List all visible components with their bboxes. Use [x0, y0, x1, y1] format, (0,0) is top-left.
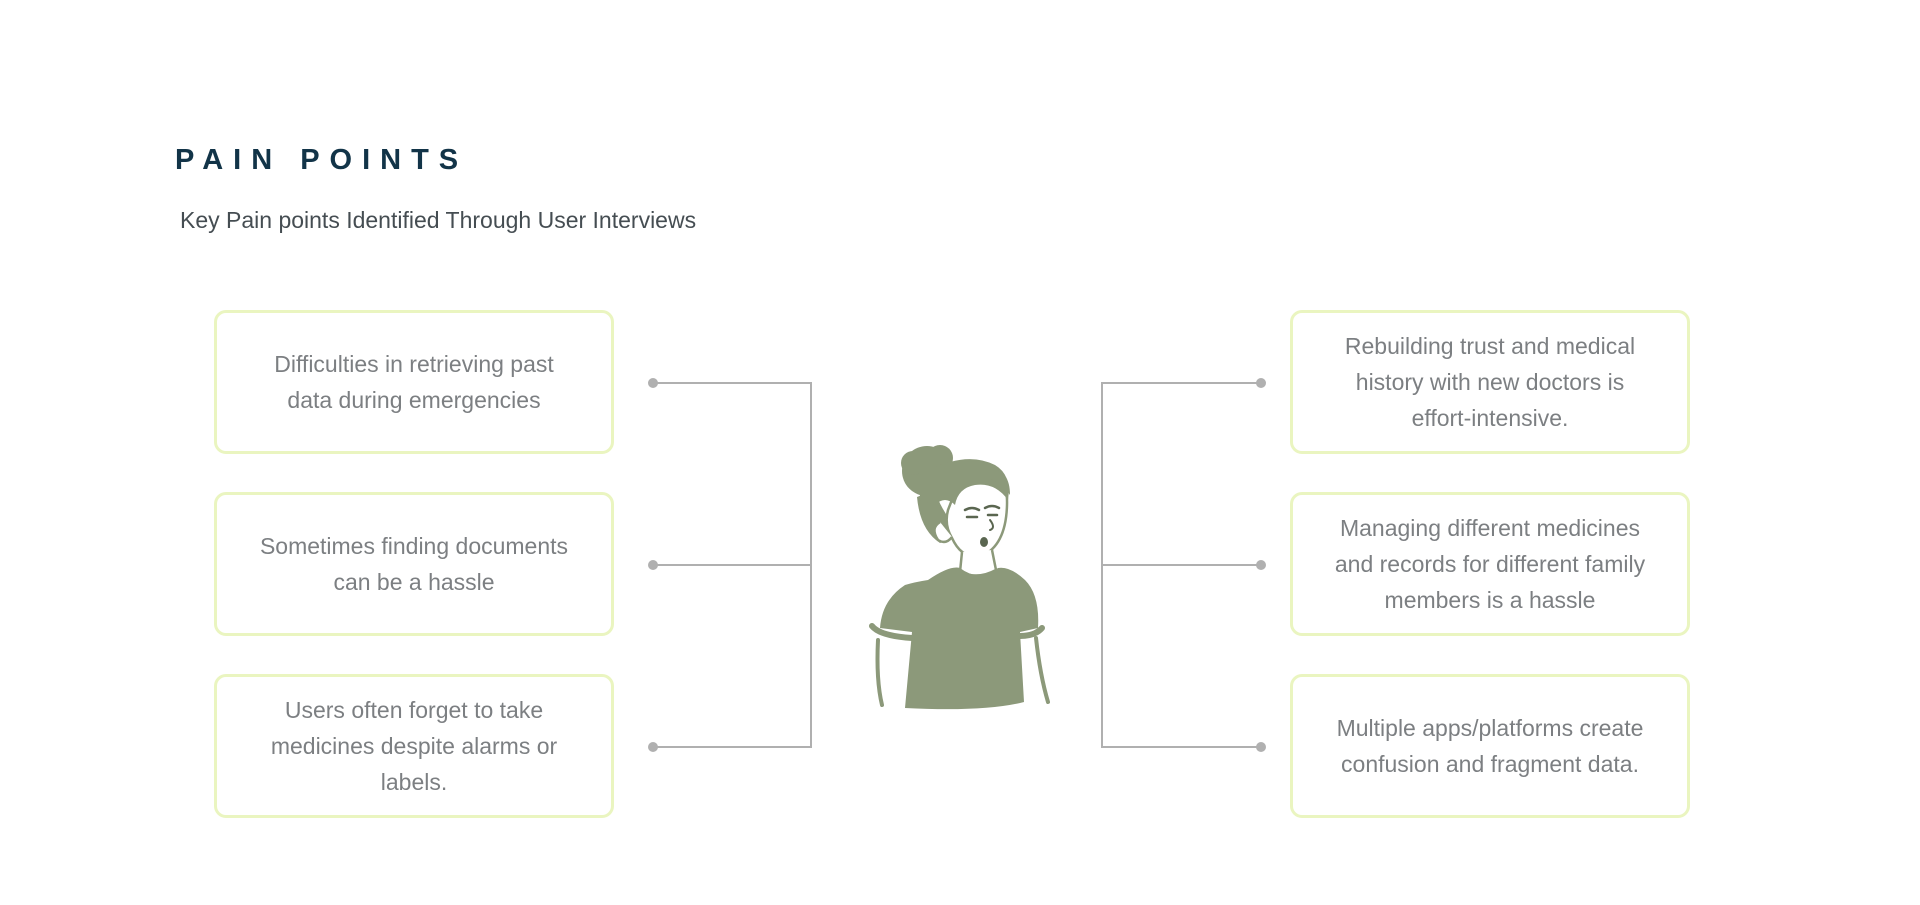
page-subtitle: Key Pain points Identified Through User …	[180, 207, 697, 233]
pain-point-card-left-3: Users often forget to take medicines des…	[214, 674, 614, 818]
page-title: PAIN POINTS	[175, 144, 469, 176]
pain-point-text: Difficulties in retrieving past data dur…	[274, 351, 554, 413]
pain-point-card-right-3: Multiple apps/platforms create confusion…	[1290, 674, 1690, 818]
connector-dot	[648, 560, 658, 570]
pain-point-text: Multiple apps/platforms create confusion…	[1336, 715, 1644, 777]
connector-dot	[1256, 378, 1266, 388]
right-bracket-line	[1101, 382, 1261, 748]
pain-point-card-left-2: Sometimes finding documents can be a has…	[214, 492, 614, 636]
worried-person-illustration	[869, 445, 1050, 710]
pain-point-card-left-1: Difficulties in retrieving past data dur…	[214, 310, 614, 454]
connector-dot	[648, 742, 658, 752]
left-bracket-line	[653, 382, 812, 748]
pain-point-text: Users often forget to take medicines des…	[270, 697, 558, 795]
pain-point-text: Sometimes finding documents can be a has…	[259, 533, 569, 595]
connector-dot	[648, 378, 658, 388]
pain-point-text: Rebuilding trust and medical history wit…	[1344, 333, 1636, 431]
connector-dot	[1256, 742, 1266, 752]
pain-point-card-right-1: Rebuilding trust and medical history wit…	[1290, 310, 1690, 454]
pain-point-card-right-2: Managing different medicines and records…	[1290, 492, 1690, 636]
connector-dot	[1256, 560, 1266, 570]
pain-point-text: Managing different medicines and records…	[1334, 515, 1646, 613]
